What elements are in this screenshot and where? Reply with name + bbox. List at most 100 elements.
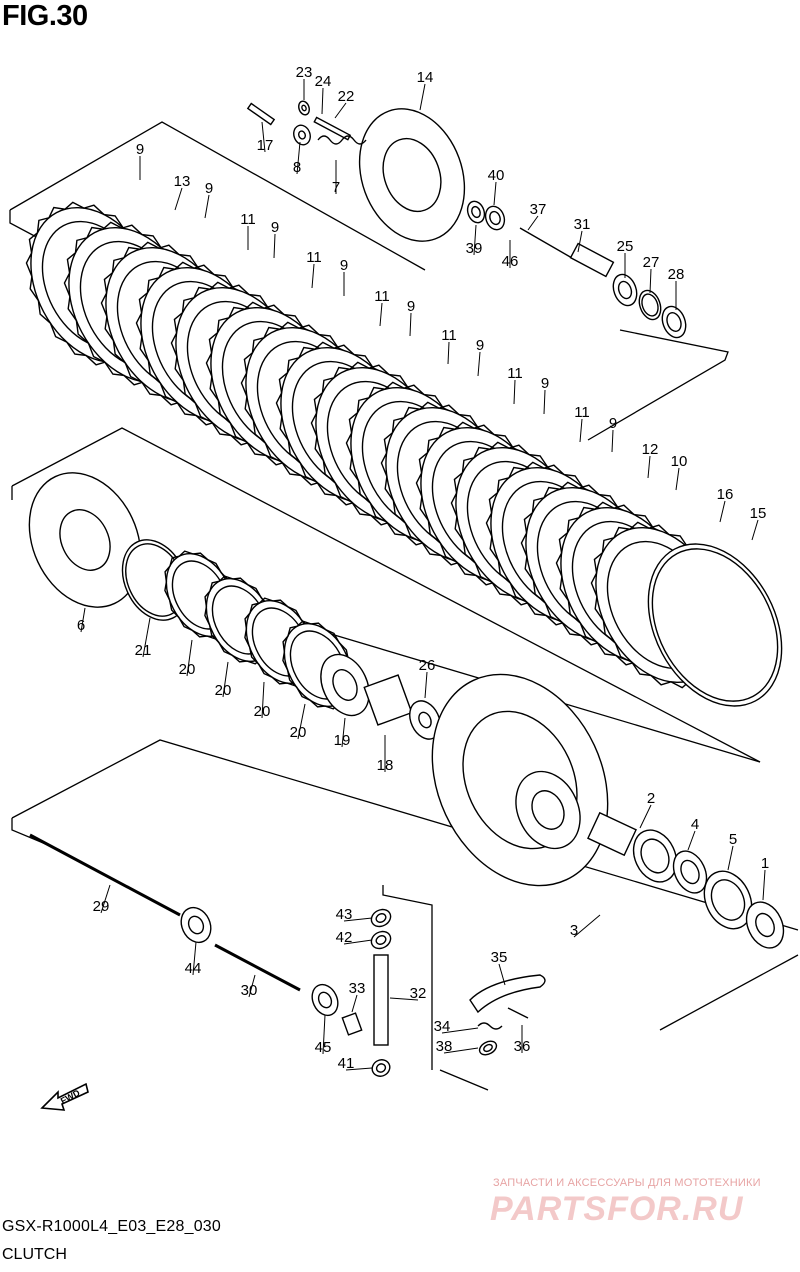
leader-line — [379, 302, 383, 327]
leader-line — [409, 312, 412, 337]
part-callout-45: 45 — [315, 1039, 332, 1056]
pressure-plate-part — [358, 108, 466, 242]
part-callout-43: 43 — [336, 906, 353, 923]
part-callout-27: 27 — [643, 254, 660, 271]
part-callout-8: 8 — [293, 159, 301, 176]
needle-bearing-part — [632, 829, 678, 883]
part-callout-20: 20 — [290, 724, 307, 741]
part-callout-22: 22 — [338, 88, 355, 105]
part-callout-35: 35 — [491, 949, 508, 966]
leader-line — [248, 974, 256, 998]
leader-line — [322, 1014, 326, 1055]
leader-line — [687, 830, 696, 851]
leader-line — [192, 941, 197, 976]
part-callout-42: 42 — [336, 929, 353, 946]
frame-line — [9, 210, 43, 241]
leader-line — [498, 963, 506, 986]
part-callout-24: 24 — [315, 73, 332, 90]
part-callout-9: 9 — [340, 257, 348, 274]
wire-ring-part — [647, 543, 783, 707]
washer-part — [661, 305, 687, 339]
frame-line — [11, 739, 799, 931]
section-name: CLUTCH — [2, 1246, 67, 1263]
oil-seal-part — [311, 983, 339, 1017]
leader-line — [762, 869, 766, 901]
oil-seal-part — [370, 908, 392, 928]
release-piece-part — [569, 242, 615, 278]
frame-line — [587, 329, 729, 441]
spring-seat-part — [320, 653, 370, 717]
cam-part — [363, 674, 413, 726]
leader-line — [80, 607, 86, 633]
needle-bearing-part — [703, 870, 753, 930]
part-callout-11: 11 — [240, 211, 256, 228]
leader-line — [477, 351, 481, 377]
leader-line — [311, 263, 315, 289]
frame-line — [9, 121, 426, 271]
leader-line — [493, 181, 497, 206]
part-callout-10: 10 — [671, 453, 688, 470]
part-callout-34: 34 — [434, 1018, 451, 1035]
part-callout-21: 21 — [135, 642, 152, 659]
part-callout-16: 16 — [717, 486, 734, 503]
part-callout-9: 9 — [476, 337, 484, 354]
release-arm-part — [469, 974, 546, 1014]
part-callout-6: 6 — [77, 617, 85, 634]
part-callout-1: 1 — [761, 855, 769, 872]
push-rod-part — [519, 227, 573, 259]
push-rod-part — [214, 943, 301, 992]
washer-part — [293, 124, 311, 146]
part-callout-36: 36 — [514, 1038, 531, 1055]
part-callout-17: 17 — [257, 137, 274, 154]
bolt-part — [313, 116, 352, 141]
leader-line — [142, 617, 151, 658]
leader-line — [389, 997, 419, 1001]
leader-line — [343, 917, 373, 922]
pin-part — [341, 1012, 363, 1036]
part-callout-20: 20 — [215, 682, 232, 699]
leader-line — [419, 83, 426, 111]
leader-line — [675, 467, 680, 491]
leader-line — [343, 939, 373, 945]
leader-line — [649, 268, 652, 294]
leader-line — [647, 455, 651, 479]
leader-line — [204, 194, 210, 219]
spring-part — [477, 1022, 503, 1030]
part-callout-9: 9 — [205, 180, 213, 197]
part-callout-33: 33 — [349, 980, 366, 997]
leader-line — [261, 681, 265, 719]
frame-line — [11, 427, 761, 763]
push-rod-part — [29, 833, 181, 917]
leader-line — [296, 141, 301, 175]
part-callout-44: 44 — [185, 960, 202, 977]
part-callout-2: 2 — [647, 790, 655, 807]
part-callout-40: 40 — [488, 167, 505, 184]
leader-line — [334, 102, 347, 119]
leader-line — [573, 914, 601, 938]
leader-line — [443, 1047, 479, 1054]
leader-line — [611, 429, 614, 453]
release-shaft-part — [373, 954, 389, 1046]
leader-line — [441, 1027, 479, 1034]
washer-part — [478, 1040, 498, 1056]
part-callout-3: 3 — [570, 922, 578, 939]
frame-line — [382, 885, 433, 1070]
part-callout-26: 26 — [419, 657, 436, 674]
leader-line — [297, 703, 306, 740]
part-callout-28: 28 — [668, 266, 685, 283]
part-callout-11: 11 — [306, 249, 322, 266]
part-callout-9: 9 — [407, 298, 415, 315]
frame-line — [11, 818, 61, 851]
bearing-part — [371, 1059, 391, 1077]
part-callout-20: 20 — [179, 661, 196, 678]
part-callout-4: 4 — [691, 816, 699, 833]
part-callout-39: 39 — [466, 240, 483, 257]
nut-part — [298, 100, 310, 116]
watermark-brand: PARTSFOR.RU — [490, 1190, 744, 1228]
leader-line — [345, 1067, 373, 1071]
part-callout-9: 9 — [541, 375, 549, 392]
part-callout-9: 9 — [609, 415, 617, 432]
washer-part — [466, 200, 486, 224]
